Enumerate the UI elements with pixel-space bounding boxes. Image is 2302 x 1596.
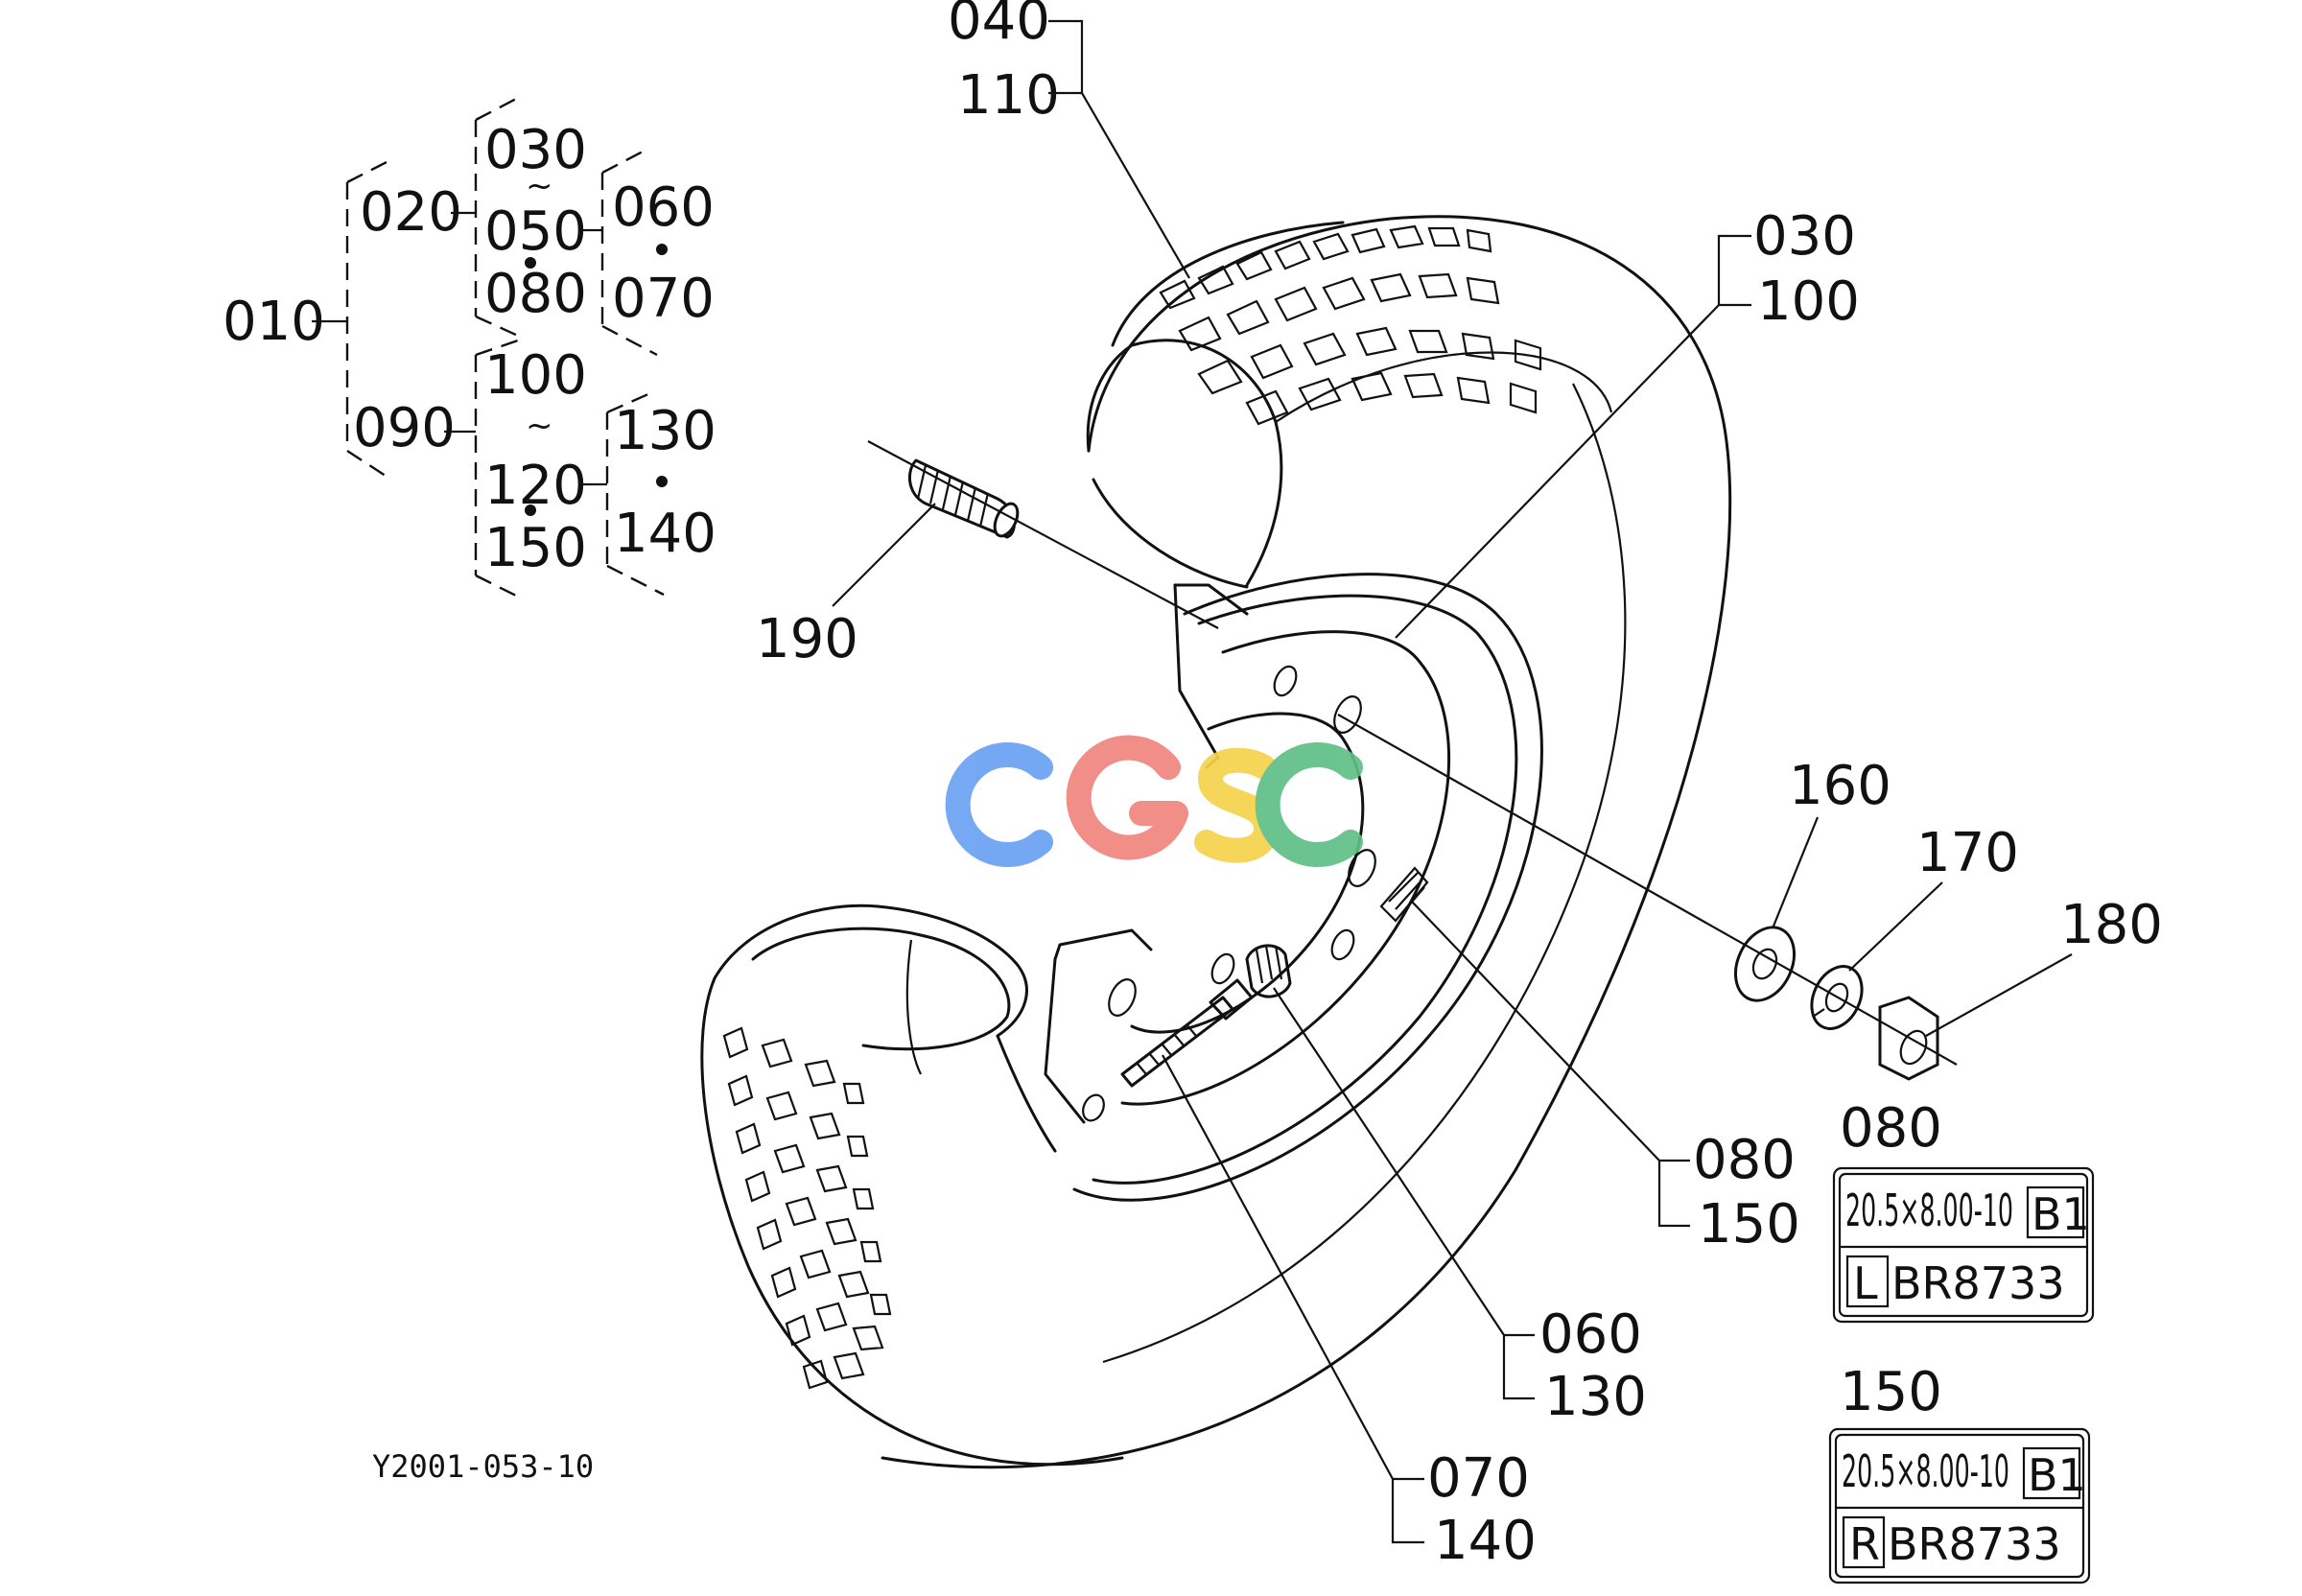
cgsc-watermark — [945, 735, 1363, 867]
tag-part-080: 080 — [1840, 1097, 1942, 1160]
tree-130: 130 — [614, 400, 716, 462]
callout-190: 190 — [756, 608, 858, 670]
callout-110: 110 — [957, 64, 1060, 127]
stud-axis-line — [867, 440, 1219, 629]
rim-label-plate — [1379, 866, 1429, 923]
tree-060: 060 — [612, 176, 715, 239]
tag-side: R — [1849, 1518, 1880, 1570]
watermark-letter-c1 — [945, 742, 1053, 867]
tree-dot — [525, 257, 536, 269]
tag-ply: B1 — [2032, 1188, 2090, 1240]
callout-140: 140 — [1434, 1510, 1537, 1572]
callout-170: 170 — [1916, 822, 2019, 884]
tree-tilde-1: ~ — [526, 167, 553, 205]
tree-150: 150 — [484, 517, 587, 579]
callout-070: 070 — [1427, 1447, 1530, 1510]
tree-010: 010 — [223, 291, 325, 353]
lower-tread-pattern — [722, 1026, 892, 1390]
watermark-letter-c2 — [1255, 742, 1363, 867]
tree-050: 050 — [484, 200, 587, 263]
callout-060: 060 — [1539, 1303, 1642, 1366]
rim — [1044, 573, 1543, 1202]
callout-180: 180 — [2060, 894, 2163, 956]
tag-ply: B1 — [2028, 1449, 2086, 1501]
callouts: 040 110 030 100 190 160 170 180 080 150 … — [756, 0, 2163, 1572]
tag-part-150: 150 — [1840, 1361, 1942, 1423]
tag-code: BR8733 — [1888, 1518, 2061, 1570]
tree-030: 030 — [484, 119, 587, 181]
bolt-axis-line — [1337, 714, 1958, 1066]
tree-120: 120 — [484, 455, 587, 517]
rim-bolt-holes — [1082, 665, 1376, 1122]
tree-020: 020 — [360, 181, 462, 244]
tree-dot — [656, 244, 668, 255]
callout-160: 160 — [1789, 755, 1891, 817]
valve-cap-060 — [1245, 944, 1292, 998]
tag-side: L — [1853, 1257, 1878, 1309]
callout-150: 150 — [1698, 1193, 1800, 1256]
tree-090: 090 — [353, 397, 456, 459]
tree-070: 070 — [612, 268, 715, 330]
tree-dot — [656, 476, 668, 487]
tag-code: BR8733 — [1891, 1257, 2065, 1309]
tire-upper-half — [881, 215, 1732, 1469]
tire-tag-150: 150 20.5×8.00-10 B1 R BR8733 — [1828, 1361, 2091, 1584]
watermark-letter-g — [1066, 735, 1188, 860]
callout-080: 080 — [1693, 1129, 1796, 1191]
valve-stem-070 — [1120, 978, 1254, 1088]
tag-size: 20.5×8.00-10 — [1842, 1445, 2009, 1497]
tire-lower-half — [700, 904, 1124, 1467]
tree-100: 100 — [484, 344, 587, 407]
callout-040: 040 — [948, 0, 1050, 52]
washer-160 — [1734, 926, 1796, 1002]
watermark-letter-s — [1194, 747, 1280, 863]
callout-100: 100 — [1757, 270, 1860, 333]
tire-tag-080: 080 20.5×8.00-10 B1 L BR8733 — [1832, 1097, 2095, 1324]
callout-130: 130 — [1544, 1366, 1647, 1428]
diagram-id: Y2001-053-10 — [372, 1448, 594, 1485]
tree-dot — [525, 505, 536, 516]
tree-tilde-2: ~ — [526, 407, 553, 445]
upper-tread-pattern — [1159, 224, 1542, 426]
part-hierarchy-tree: 010 020 030 ~ 050 080 060 070 090 100 ~ … — [223, 96, 716, 598]
tag-size: 20.5×8.00-10 — [1845, 1185, 2013, 1236]
tree-140: 140 — [614, 503, 716, 565]
callout-030: 030 — [1753, 205, 1856, 268]
tree-080: 080 — [484, 263, 587, 325]
